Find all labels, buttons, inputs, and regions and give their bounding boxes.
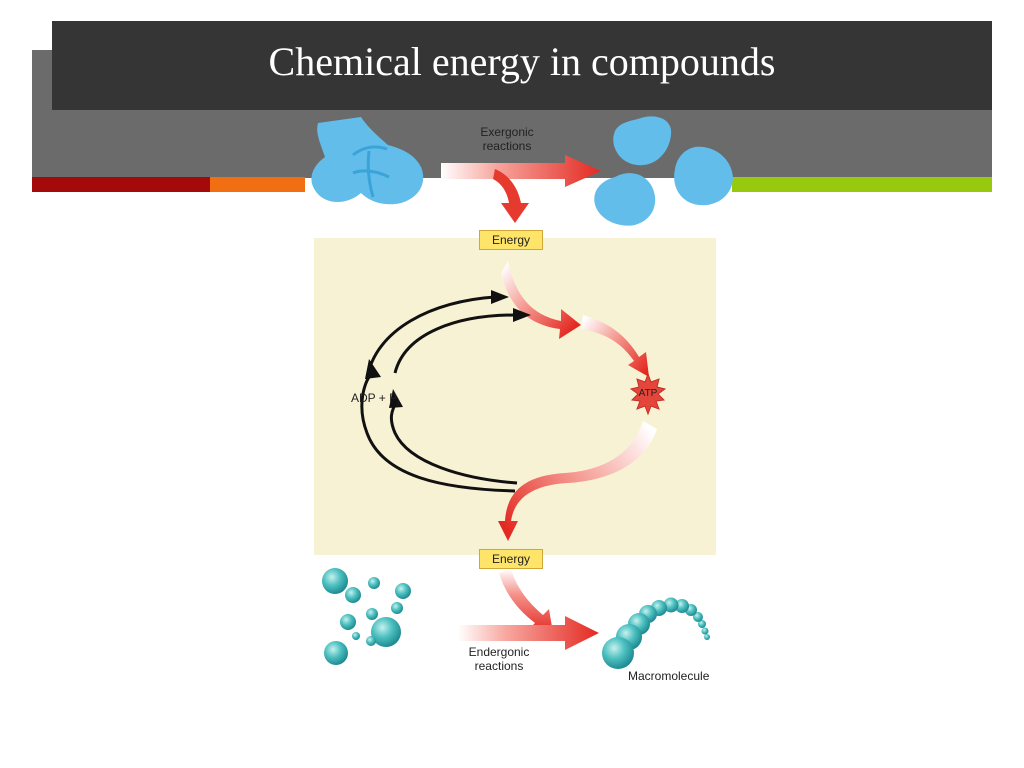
energy-release-arrow bbox=[493, 169, 529, 223]
energy-box-bottom: Energy bbox=[479, 549, 543, 569]
diagram-graphic bbox=[311, 116, 733, 669]
macromolecule-label: Macromolecule bbox=[628, 669, 710, 683]
adp-label: ADP + Pi bbox=[351, 391, 399, 409]
adp-label-subscript: i bbox=[397, 397, 400, 408]
endergonic-arrow bbox=[458, 616, 599, 650]
product-molecule-2 bbox=[594, 173, 656, 226]
reactant-molecule bbox=[311, 117, 424, 205]
energy-input-arrow bbox=[499, 569, 553, 633]
energy-box-top: Energy bbox=[479, 230, 543, 250]
adp-cycle-arrow-outer-lower bbox=[360, 370, 516, 493]
accent-stripe-green bbox=[732, 177, 992, 192]
header-title-bar bbox=[52, 21, 992, 110]
cycle-arrow-3 bbox=[498, 421, 657, 541]
product-molecule-3 bbox=[674, 146, 733, 206]
cycle-arrow-1 bbox=[501, 261, 581, 339]
adp-cycle-arrow-inner-upper bbox=[393, 313, 516, 374]
exergonic-arrow bbox=[441, 155, 601, 187]
atp-label: ATP bbox=[638, 388, 658, 399]
exergonic-label: Exergonic reactions bbox=[480, 125, 534, 153]
adp-cycle-arrow-outer-upper bbox=[365, 295, 496, 380]
atp-cycle-diagram: Exergonic reactions Energy ADP + Pi ATP … bbox=[303, 111, 733, 691]
macromolecule-chain bbox=[602, 597, 710, 669]
adp-label-text: ADP + P bbox=[351, 391, 398, 405]
cycle-arrow-2 bbox=[581, 315, 649, 377]
product-molecule-1 bbox=[613, 116, 672, 166]
accent-stripe-red bbox=[32, 177, 210, 192]
atp-burst bbox=[629, 372, 667, 416]
slide-title: Chemical energy in compounds bbox=[268, 39, 776, 84]
arrowhead-3 bbox=[491, 290, 509, 304]
adp-cycle-arrow-inner-lower bbox=[389, 400, 518, 485]
monomer-spheres bbox=[322, 568, 411, 665]
arrowhead-4 bbox=[513, 308, 531, 322]
arrowhead-2 bbox=[389, 389, 403, 408]
accent-stripe-orange bbox=[210, 177, 305, 192]
endergonic-label: Endergonic reactions bbox=[468, 645, 530, 673]
